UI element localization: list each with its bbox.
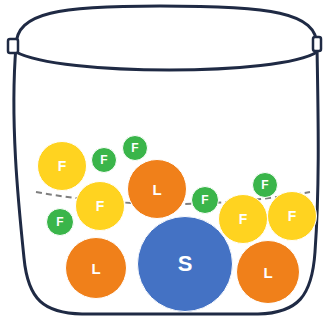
jar-body	[14, 46, 318, 314]
ball-label: F	[58, 159, 67, 173]
ball-circle: F	[267, 191, 317, 241]
ball-label: S	[178, 253, 193, 275]
ball-circle: F	[252, 172, 278, 198]
ball-label: L	[91, 261, 100, 276]
ball-circle: L	[127, 159, 187, 219]
jar-rim	[16, 52, 317, 70]
ball-circle: F	[218, 194, 268, 244]
ball-circle: F	[91, 147, 117, 173]
ball-label: L	[263, 265, 272, 280]
ball-circle: L	[65, 237, 127, 299]
ball-circle: L	[236, 240, 300, 304]
ball-circle: S	[137, 216, 233, 312]
ball-circle: F	[37, 141, 87, 191]
ball-label: F	[261, 179, 268, 191]
ball-label: F	[288, 209, 297, 223]
ball-label: L	[152, 182, 161, 197]
ball-circle: F	[122, 135, 148, 161]
ball-label: F	[201, 194, 208, 206]
ball-label: F	[131, 142, 138, 154]
jar-top	[16, 6, 317, 46]
ball-label: F	[100, 154, 107, 166]
ball-circle: F	[46, 208, 74, 236]
ball-label: F	[96, 199, 105, 213]
ball-circle: F	[75, 181, 125, 231]
jar-handle	[8, 39, 18, 53]
jar-handle	[313, 37, 321, 51]
ball-label: F	[239, 212, 248, 226]
ball-circle: F	[191, 186, 219, 214]
ball-label: F	[56, 216, 63, 228]
